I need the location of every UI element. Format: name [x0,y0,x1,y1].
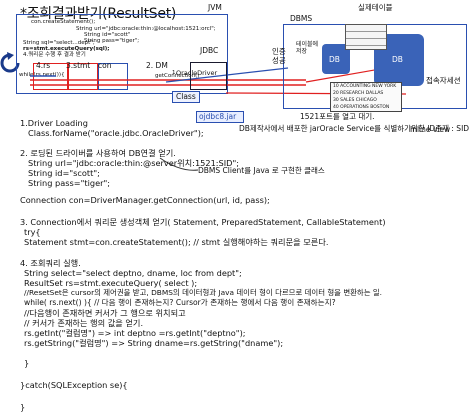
step-dm-label: 2. DM [146,61,168,70]
dbms-client-caption: DBMS Client를 Java 로 구현한 클래스 [198,166,325,175]
table-row: 10 ACCOUNTING NEW YORK [333,84,397,89]
port-label: 1521포트를 열고 대기. [300,112,375,121]
jar-label: ojdbc8.jar [199,112,237,121]
step-1-label: 1. [172,70,178,76]
step2-line: String id="scott"; [28,168,100,178]
step3-title: 3. Connection에서 쿼리문 생성객체 얻기( Statement, … [20,217,386,227]
step2-line: String url="jdbc:oracle:thin:@server위치:1… [28,158,239,168]
step4-line: while( rs.next() ){ // 다음 행이 존재하는지? Curs… [24,298,336,307]
jar-box [196,111,244,123]
step2-line: Connection con=DriverManager.getConnecti… [20,195,270,205]
session-label: 접속자세션 [426,76,461,85]
step4-line: //다음행이 존재하면 커서가 그 행으로 위치되고 [24,308,186,318]
real-table-label: 실제테이블 [358,3,393,12]
step-stmt-label: 3.stmt [66,61,91,70]
class-label: Class [176,92,196,101]
step2-title: 2. 로딩된 드라이버를 사용하여 DB연결 얻기. [20,148,176,158]
step4-line: rs.getInt("컬럼명") => int deptno =rs.getIn… [24,328,246,338]
step3-line: try{ [24,227,41,237]
oracle-driver-box [190,62,227,90]
step4-line: } [20,402,26,412]
temp-table-label: 테이블에 저장 [296,41,319,55]
step4-line: ResultSet rs=stmt.executeQuery( select )… [24,278,198,288]
jdbc-label: JDBC [200,46,219,55]
real-table [345,24,387,50]
code-line: String url="jdbc:oracle:thin:@localhost:… [76,26,216,32]
jvm-label: JVM [208,3,222,12]
inline-view-label: Inline view [410,125,451,134]
jvm-box [16,14,228,94]
step4-line: //ResetSet은 cursor의 제어권을 받고, DBMS의 데이터형과… [24,288,383,297]
dbms-label: DBMS [290,14,313,23]
step2-line: String pass="tiger"; [28,178,111,188]
step-rs-label: 4.rs [36,61,51,70]
db-label-large: DB [392,55,403,64]
jar-caption: DB제작사에서 배포한 jarOracle Service를 식별하기위한 ID… [239,124,470,133]
db-label-small: DB [329,55,340,64]
code-line: String sql="select...dept"; [23,40,95,46]
step3-line: Statement stmt=con.createStatement(); //… [24,237,329,247]
step1-title: 1.Driver Loading [20,118,88,128]
auth-success-label: 인증 성공 [272,47,286,65]
step1-code: Class.forName("oracle.jdbc.OracleDriver"… [28,128,204,138]
step4-line: String select="select deptno, dname, loc… [24,268,242,278]
class-box [172,91,200,103]
table-row: 40 OPERATIONS BOSTON [333,105,390,110]
step4-title: 4. 조회쿼리 실행. [20,258,81,268]
code-line: rs=stmt.executeQuery(sql); [23,46,110,52]
con-box [98,63,128,90]
caption-arrow [159,157,199,171]
table-row: 30 SALES CHICAGO [333,98,377,103]
code-line: 4.쿼리문 수행 후 결과 받기 [23,52,86,58]
stmt-box [68,63,98,90]
oracle-driver-label: OracleDriver [176,69,218,77]
code-line: con.createStatement(); [31,19,96,25]
code-line: String id="scott" [84,32,131,38]
step4-line: } [24,358,30,368]
step4-line: // 커서가 존재하는 행의 값을 얻기. [24,318,144,328]
getconnection-label: getConnection() [155,73,200,79]
table-row: 20 RESEARCH DALLAS [333,91,384,96]
step4-line: }catch(SQLException se){ [20,380,128,390]
code-line: String pass="tiger"; [84,38,140,44]
code-line: while(rs.next()){ [19,72,65,78]
inline-view-table: 10 ACCOUNTING NEW YORK 20 RESEARCH DALLA… [330,82,402,112]
step-con-label: con [98,61,112,70]
step4-line: rs.getString("컬럼명") => String dname=rs.g… [24,338,284,348]
